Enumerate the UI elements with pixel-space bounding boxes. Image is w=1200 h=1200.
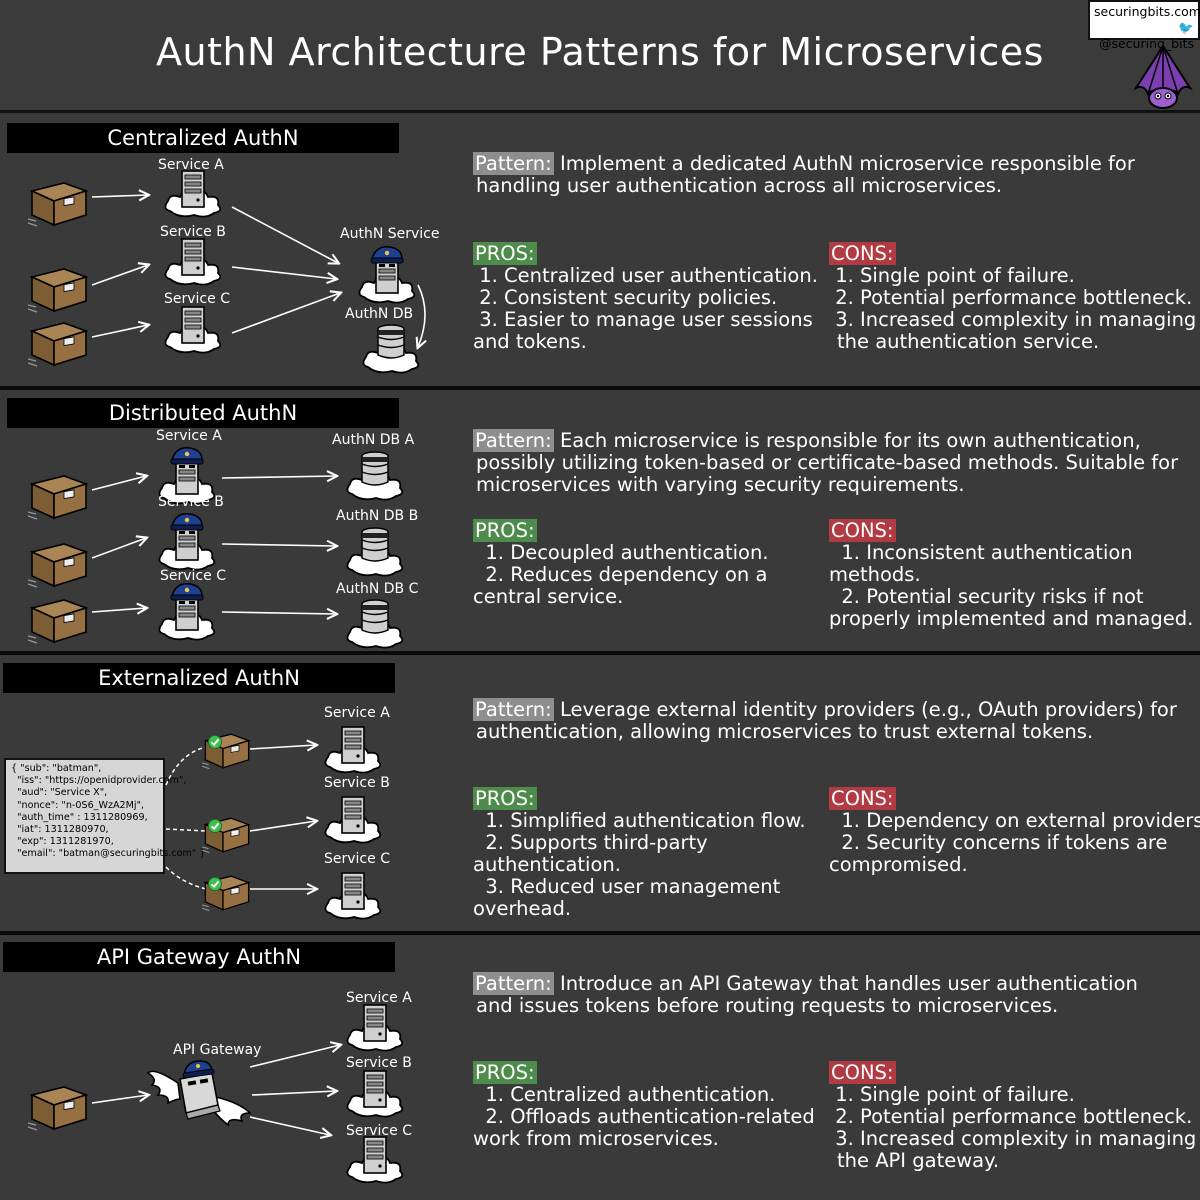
pros-list: PROS: 1. Centralized user authentication…	[473, 242, 818, 353]
pattern-text: Pattern: Implement a dedicated AuthN mic…	[473, 152, 1135, 197]
api-gateway-label: API Gateway	[173, 1042, 262, 1058]
check-icon	[208, 735, 222, 749]
request-package-icon	[28, 596, 90, 646]
service-a-server-icon	[322, 721, 384, 777]
gateway-diagram	[91, 935, 460, 1200]
externalized-diagram	[165, 655, 460, 935]
brand-handle: @securing_bits	[1098, 36, 1194, 51]
bat-mascot-icon	[1133, 44, 1193, 109]
section-centralized: Centralized AuthN Service A Service B Se…	[0, 113, 1200, 390]
service-c-label: Service C	[164, 291, 230, 307]
section-title: Distributed AuthN	[7, 398, 399, 428]
service-a-label: Service A	[156, 428, 222, 444]
cons-list: CONS: 1. Inconsistent authentication met…	[829, 519, 1194, 630]
service-c-label: Service C	[160, 568, 226, 584]
authn-db-b-icon	[344, 524, 406, 580]
authn-service-cop-server-icon	[356, 243, 418, 307]
request-package-icon	[28, 472, 90, 522]
page-title: AuthN Architecture Patterns for Microser…	[156, 30, 1044, 74]
pattern-tag: Pattern:	[473, 429, 554, 452]
distributed-diagram	[91, 390, 460, 655]
authn-db-a-icon	[344, 448, 406, 504]
service-c-server-icon	[162, 301, 224, 357]
service-b-label: Service B	[160, 224, 226, 240]
cons-tag: CONS:	[829, 519, 896, 542]
service-a-label: Service A	[324, 705, 390, 721]
service-a-server-icon	[162, 165, 224, 221]
cons-tag: CONS:	[829, 1061, 896, 1084]
service-c-server-icon	[322, 867, 384, 923]
service-c-server-icon	[344, 1131, 406, 1187]
brand-handle-row[interactable]: 🐦@securing_bits	[1094, 20, 1194, 52]
section-title: API Gateway AuthN	[3, 942, 395, 972]
service-b-label: Service B	[324, 775, 390, 791]
authn-db-icon	[360, 321, 422, 377]
service-c-label: Service C	[324, 851, 390, 867]
service-b-server-icon	[322, 791, 384, 847]
brand-box[interactable]: securingbits.com 🐦@securing_bits	[1088, 0, 1200, 51]
request-package-icon	[28, 319, 90, 369]
service-c-cop-server-icon	[156, 580, 218, 644]
service-a-label: Service A	[158, 157, 224, 173]
pattern-tag: Pattern:	[473, 972, 554, 995]
pattern-text: Pattern: Each microservice is responsibl…	[473, 429, 1179, 496]
cons-tag: CONS:	[829, 242, 896, 265]
title-bar: AuthN Architecture Patterns for Microser…	[0, 0, 1200, 113]
pros-tag: PROS:	[473, 242, 537, 265]
api-gateway-winged-server-icon	[146, 1060, 252, 1127]
section-title: Externalized AuthN	[3, 663, 395, 693]
pros-list: PROS: 1. Centralized authentication. 2. …	[473, 1061, 815, 1150]
authn-service-label: AuthN Service	[340, 226, 440, 242]
pattern-tag: Pattern:	[473, 698, 554, 721]
check-icon	[208, 877, 222, 891]
authn-db-a-label: AuthN DB A	[332, 432, 415, 448]
request-package-icon	[28, 1083, 90, 1133]
authn-db-label: AuthN DB	[345, 306, 414, 322]
pattern-text: Pattern: Introduce an API Gateway that h…	[473, 972, 1138, 1017]
cons-list: CONS: 1. Single point of failure. 2. Pot…	[829, 242, 1197, 353]
section-externalized: Externalized AuthN { "sub": "batman", "i…	[0, 655, 1200, 935]
section-title: Centralized AuthN	[7, 123, 399, 153]
request-package-icon	[28, 179, 90, 229]
pros-tag: PROS:	[473, 787, 537, 810]
token-json-box: { "sub": "batman", "iss": "https://openi…	[4, 758, 205, 874]
authn-db-b-label: AuthN DB B	[336, 508, 419, 524]
brand-site[interactable]: securingbits.com	[1094, 4, 1200, 19]
service-b-cop-server-icon	[156, 510, 218, 574]
service-c-label: Service C	[346, 1123, 412, 1139]
authn-db-c-icon	[344, 596, 406, 652]
pattern-text: Pattern: Leverage external identity prov…	[473, 698, 1177, 743]
service-b-label: Service B	[346, 1055, 412, 1071]
service-b-label: Service B	[158, 494, 224, 510]
cons-list: CONS: 1. Single point of failure. 2. Pot…	[829, 1061, 1197, 1172]
section-distributed: Distributed AuthN Service A Service B Se…	[0, 390, 1200, 655]
service-a-label: Service A	[346, 990, 412, 1006]
request-package-icon	[28, 540, 90, 590]
cons-tag: CONS:	[829, 787, 896, 810]
pros-tag: PROS:	[473, 1061, 537, 1084]
centralized-diagram	[91, 113, 460, 390]
pros-list: PROS: 1. Decoupled authentication. 2. Re…	[473, 519, 769, 608]
pros-tag: PROS:	[473, 519, 537, 542]
section-gateway: API Gateway AuthN API Gateway Service A …	[0, 935, 1200, 1200]
service-b-server-icon	[162, 233, 224, 289]
pattern-tag: Pattern:	[473, 152, 554, 175]
check-icon	[208, 819, 222, 833]
authn-db-c-label: AuthN DB C	[336, 581, 419, 597]
pros-list: PROS: 1. Simplified authentication flow.…	[473, 787, 806, 920]
service-a-server-icon	[344, 999, 406, 1055]
request-package-icon	[28, 265, 90, 315]
cons-list: CONS: 1. Dependency on external provider…	[829, 787, 1200, 876]
twitter-bird-icon: 🐦	[1178, 20, 1194, 35]
service-b-server-icon	[344, 1065, 406, 1121]
